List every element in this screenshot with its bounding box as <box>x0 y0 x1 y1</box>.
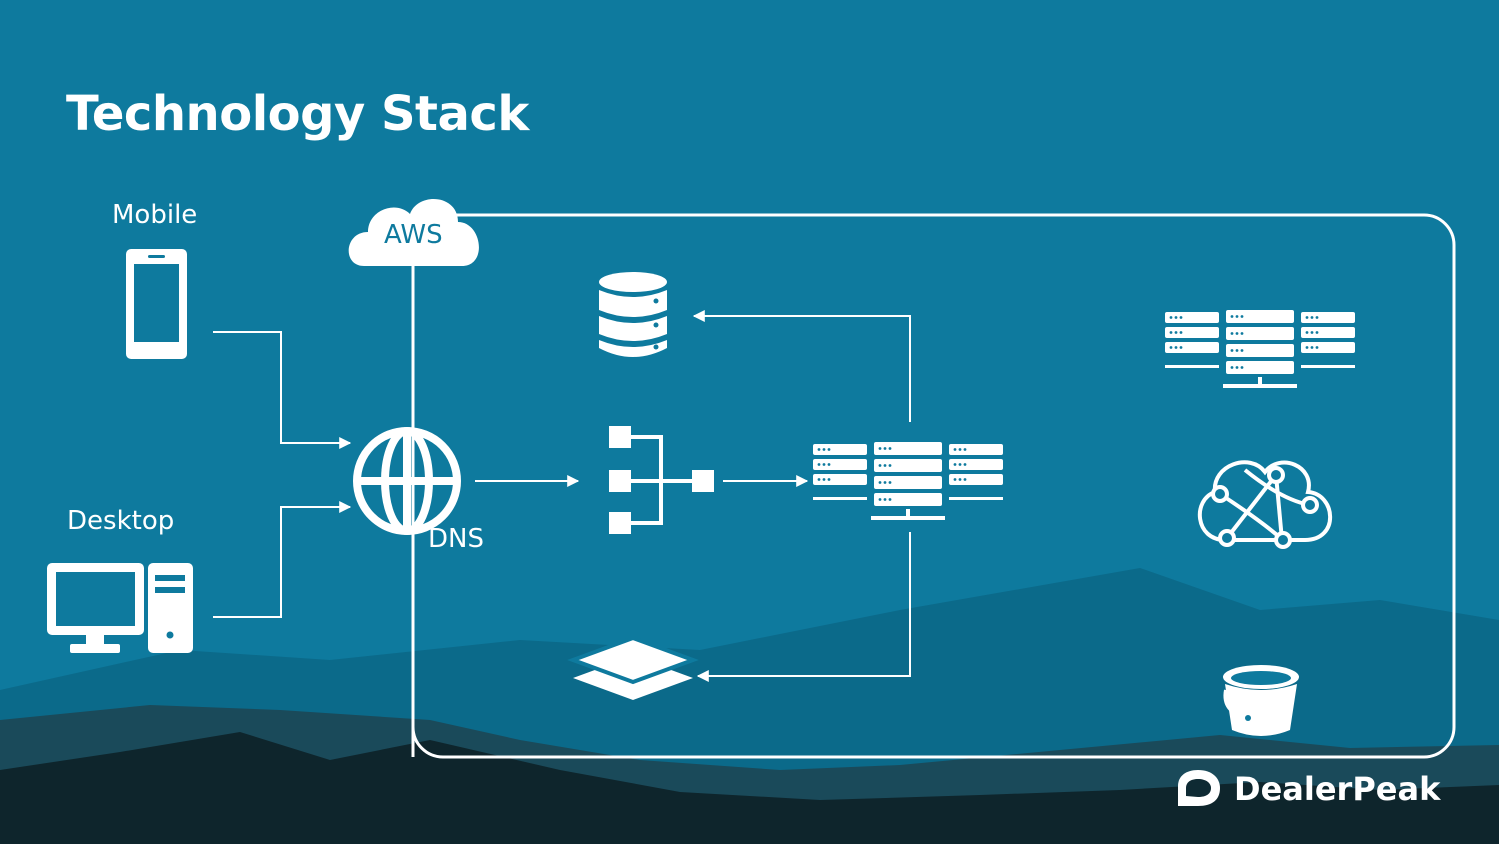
mobile-label: Mobile <box>112 200 198 230</box>
bucket-icon <box>1223 665 1299 736</box>
server-cluster-icon <box>813 442 1003 520</box>
database-icon <box>599 272 667 357</box>
layers-icon <box>567 635 699 700</box>
load-balancer-icon <box>609 426 714 534</box>
aws-label: AWS <box>384 220 443 250</box>
dealerpeak-logo-icon <box>1178 770 1220 806</box>
server-cluster-icon-right <box>1165 310 1355 388</box>
desktop-computer-icon <box>47 563 193 653</box>
cloud-icon <box>348 199 479 266</box>
brand-name: DealerPeak <box>1234 770 1441 808</box>
mobile-phone-icon <box>126 249 187 359</box>
mountain-backdrop <box>0 568 1499 844</box>
connector-lines <box>213 300 911 757</box>
network-cloud-icon <box>1197 460 1332 549</box>
dns-label: DNS <box>428 524 484 554</box>
desktop-label: Desktop <box>67 506 175 536</box>
page-title: Technology Stack <box>66 86 529 142</box>
aws-container <box>411 213 1456 759</box>
globe-icon <box>353 427 461 535</box>
